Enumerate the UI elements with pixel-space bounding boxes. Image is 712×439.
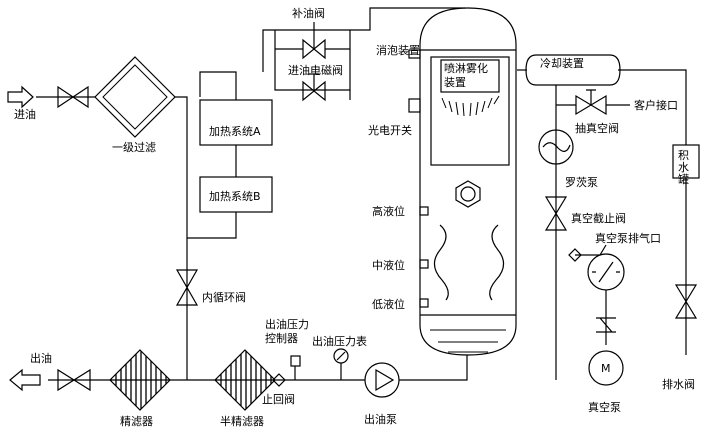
pipe-lines (36, 7, 687, 381)
sight-glass-icon (455, 180, 481, 208)
primary-filter-label: 一级过滤 (112, 141, 156, 154)
pressure-controller-label-line2: 控制器 (265, 332, 298, 345)
check-valve-label: 止回阀 (262, 393, 295, 406)
vacuum-exhaust-label: 真空泵排气口 (595, 232, 661, 245)
high-level-label: 高液位 (372, 205, 405, 218)
inlet-valve-icon (57, 85, 89, 109)
internal-valve-label: 内循环阀 (202, 291, 246, 304)
mid-level-label: 中液位 (372, 259, 405, 272)
pressure-controller-label: 出油压力 控制器 (265, 318, 325, 346)
outlet-pump-icon (364, 362, 400, 398)
outlet-label: 出油 (30, 352, 52, 365)
spray-device-label-line2: 装置 (444, 76, 466, 89)
pressure-controller-label-line1: 出油压力 (265, 318, 309, 331)
low-level-label: 低液位 (372, 298, 405, 311)
water-tank-label: 积水罐 (678, 149, 689, 186)
pressure-controller-icon (290, 355, 301, 367)
inlet-solenoid-label: 进油电磁阀 (288, 64, 343, 77)
inlet-arrow-icon (7, 85, 34, 109)
pump-motor-label: M (601, 362, 611, 375)
spray-device-box (440, 59, 500, 93)
spray-device-label-line1: 喷淋雾化 (444, 62, 488, 75)
heating-a-box (199, 99, 273, 146)
drain-valve-icon (674, 284, 698, 319)
outlet-pump-label: 出油泵 (364, 413, 397, 426)
spray-device-label: 喷淋雾化 装置 (444, 62, 500, 90)
drain-valve-label: 排水阀 (662, 378, 695, 391)
spray-lines (441, 95, 500, 117)
defoamer-label: 消泡装置 (376, 44, 420, 57)
roots-pump-icon (538, 129, 574, 165)
customer-port-label: 客户接口 (634, 99, 678, 112)
semi-fine-filter-label: 半精滤器 (220, 415, 264, 428)
vacuum-tank (419, 7, 517, 356)
internal-valve-icon (175, 269, 199, 306)
defoamer-port (408, 49, 421, 59)
heater-coil-right (489, 224, 505, 301)
vacuum-gauge-icon (587, 253, 625, 291)
mid-level-port (419, 259, 429, 269)
check-valve-icon (272, 373, 286, 387)
heater-coil-left (433, 224, 449, 301)
water-tank-box (672, 144, 700, 179)
high-level-port (419, 206, 429, 216)
roots-pump-label: 罗茨泵 (565, 176, 598, 189)
pressure-gauge-label: 出油压力表 (312, 335, 367, 348)
vacuum-cutoff-valve-icon (544, 196, 568, 231)
heating-b-label: 加热系统B (209, 190, 261, 203)
vacuum-pump-icon (588, 350, 624, 386)
cooling-label: 冷却装置 (540, 57, 584, 70)
vacuum-valve-label: 抽真空阀 (575, 122, 619, 135)
cooling-device (525, 54, 621, 86)
semi-fine-filter-icon (214, 349, 276, 411)
photo-switch-label: 光电开关 (368, 124, 412, 137)
low-level-port (419, 298, 429, 308)
makeup-valve-label: 补油阀 (292, 7, 325, 20)
heating-a-label: 加热系统A (209, 125, 261, 138)
inlet-solenoid-valve-icon (302, 80, 326, 102)
coupling-icon (596, 317, 616, 333)
fine-filter-label: 精滤器 (120, 415, 153, 428)
outlet-arrow-icon (9, 368, 41, 392)
heating-b-box (199, 176, 273, 213)
vacuum-pump-label: 真空泵 (588, 401, 621, 414)
vacuum-check-valve-icon (568, 248, 582, 262)
inlet-label: 进油 (14, 108, 36, 121)
customer-valve-icon (575, 94, 607, 116)
fine-filter-icon (109, 349, 171, 411)
photo-switch-port (408, 98, 421, 113)
spray-window (430, 56, 510, 166)
vacuum-cutoff-label: 真空截止阀 (571, 212, 626, 225)
makeup-valve-icon (302, 38, 326, 60)
primary-filter-icon (94, 56, 176, 138)
outlet-valve-icon (57, 368, 91, 392)
